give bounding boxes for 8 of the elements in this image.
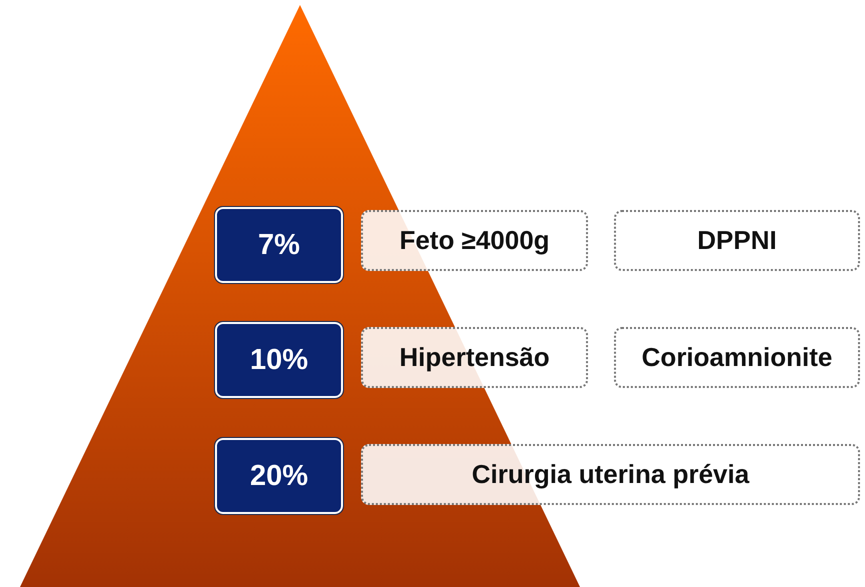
percentage-box: 10% (215, 322, 343, 398)
risk-factor-box: Feto ≥4000g (361, 210, 588, 271)
risk-factor-box: Cirurgia uterina prévia (361, 444, 860, 505)
risk-factor-box: Hipertensão (361, 327, 588, 388)
risk-factor-box: Corioamnionite (614, 327, 860, 388)
risk-factor-box: DPPNI (614, 210, 860, 271)
percentage-box: 20% (215, 438, 343, 514)
percentage-box: 7% (215, 207, 343, 283)
